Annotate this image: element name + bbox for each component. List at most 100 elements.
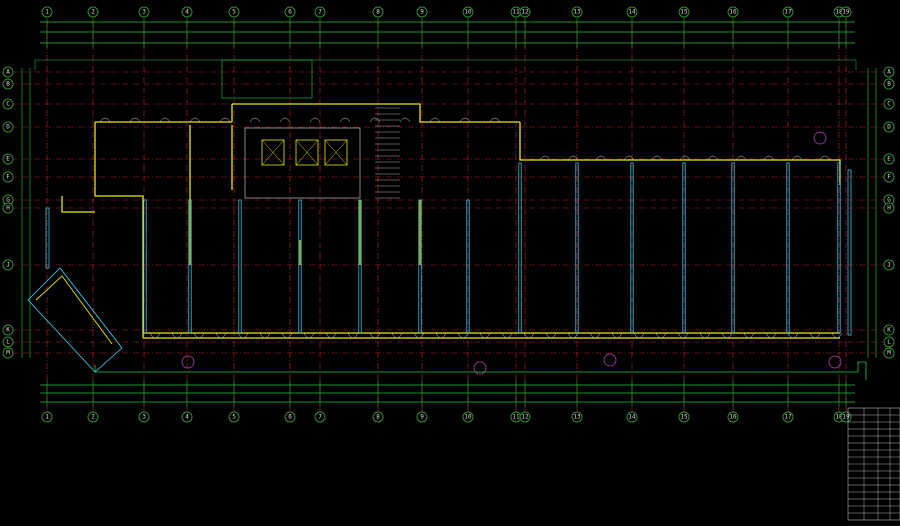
door-swing-top (707, 155, 719, 161)
grid-bubble-left-K-label: K (6, 327, 10, 334)
grid-bubble-right-A: A (883, 66, 895, 78)
grid-bubble-left-K-circle (2, 324, 14, 336)
grid-bubble-left-A-label: A (6, 69, 10, 76)
grid-bubble-right-C: C (883, 98, 895, 110)
grid-lines (12, 22, 890, 412)
grid-bubble-top-14-circle (626, 6, 638, 18)
door-swing-top-left (159, 117, 171, 123)
angled-wing-wall (35, 275, 113, 345)
grid-bubble-top-2: 2 (87, 6, 99, 18)
door-swing-bottom (523, 332, 535, 339)
grid-bubble-bottom-15: 15 (678, 411, 690, 423)
grid-bubble-bottom-13-label: 13 (573, 414, 581, 421)
structural-walls (45, 162, 852, 336)
grid-bubble-left-M: M (2, 347, 14, 359)
walls (61, 103, 843, 339)
door-swing-bottom (721, 332, 733, 339)
dimension-lines (21, 18, 877, 407)
door-swing-bottom (369, 332, 381, 339)
grid-bubble-right-J-circle (883, 259, 895, 271)
door-swing-bottom (831, 332, 843, 339)
section-tag-1 (181, 355, 195, 369)
door-swing-bottom (281, 332, 293, 339)
door-swing-top-left (279, 117, 291, 123)
grid-bubble-top-19: 19 (840, 6, 852, 18)
section-tag-2 (473, 361, 487, 375)
grid-bubble-bottom-19-circle (840, 411, 852, 423)
door-swing-bottom (765, 332, 777, 339)
partition-wall-14 (837, 162, 841, 334)
door-swing-top-left (489, 117, 501, 123)
grid-bubble-right-H-label: H (887, 205, 891, 212)
grid-bubble-bottom-5-circle (228, 411, 240, 423)
door-swing-bottom (149, 332, 161, 339)
section-tag-5 (813, 131, 827, 145)
grid-bubble-bottom-10-label: 10 (464, 414, 472, 421)
partition-wall-left (45, 207, 50, 269)
grid-bubble-left-L: L (2, 336, 14, 348)
grid-bubble-right-D-label: D (887, 124, 891, 131)
grid-bubble-top-1-label: 1 (45, 9, 49, 16)
grid-bubble-bottom-19: 19 (840, 411, 852, 423)
grid-bubble-left-L-label: L (6, 339, 10, 346)
grid-bubble-left-M-label: M (6, 350, 10, 357)
door-swing-top-left (459, 117, 471, 123)
grid-bubble-right-L: L (883, 336, 895, 348)
grid-bubble-left-F-circle (2, 171, 14, 183)
grid-bubble-bottom-16-circle (727, 411, 739, 423)
grid-bubble-right-B-label: B (887, 81, 891, 88)
section-tags (181, 131, 842, 375)
door-swing-bottom (193, 332, 205, 339)
grid-bubble-top-1: 1 (41, 6, 53, 18)
grid-bubble-bottom-7-label: 7 (318, 414, 322, 421)
grid-bubble-left-L-circle (2, 336, 14, 348)
section-tag-4 (828, 355, 842, 369)
grid-bubble-bottom-10: 10 (462, 411, 474, 423)
grid-bubble-top-16-label: 16 (729, 9, 737, 16)
grid-bubble-bottom-10-circle (462, 411, 474, 423)
door-swing-top (623, 155, 635, 161)
grid-bubble-left-B: B (2, 78, 14, 90)
grid-bubble-bottom-14: 14 (626, 411, 638, 423)
roof-annex-outline (221, 59, 313, 99)
grid-bubble-bottom-5-label: 5 (232, 414, 236, 421)
grid-bubble-top-6-circle (284, 6, 296, 18)
grid-bubble-left-J-circle (2, 259, 14, 271)
grid-bubble-left-H-circle (2, 202, 14, 214)
door-swing-bottom (677, 332, 689, 339)
grid-bubble-left-E: E (2, 153, 14, 165)
grid-bubble-left-F: F (2, 171, 14, 183)
door-swing-top (567, 155, 579, 161)
grid-bubble-top-19-circle (840, 6, 852, 18)
grid-bubble-bottom-4: 4 (181, 411, 193, 423)
grid-bubble-left-B-label: B (6, 81, 10, 88)
grid-bubble-bottom-6-label: 6 (288, 414, 292, 421)
wall-segment-13 (61, 196, 95, 213)
partition-wall-right (847, 169, 852, 336)
partition-wall-8 (518, 162, 522, 334)
grid-bubble-top-15-label: 15 (680, 9, 688, 16)
grid-bubble-top-14-label: 14 (628, 9, 636, 16)
grid-bubble-top-7-circle (314, 6, 326, 18)
angled-wing-outline (27, 267, 123, 373)
grid-bubble-top-14: 14 (626, 6, 638, 18)
grid-bubble-right-H-circle (883, 202, 895, 214)
grid-bubble-left-J-label: J (6, 262, 10, 269)
grid-bubble-bottom-9: 9 (416, 411, 428, 423)
grid-bubble-top-17-label: 17 (784, 9, 792, 16)
door-swing-bottom (171, 332, 183, 339)
grid-bubble-left-G-label: G (6, 197, 10, 204)
building-outline-bottom (94, 361, 867, 380)
door-swing-bottom (457, 332, 469, 339)
door-swing-top (539, 155, 551, 161)
grid-bubble-top-16: 16 (727, 6, 739, 18)
grid-bubble-top-9-label: 9 (420, 9, 424, 16)
grid-bubble-top-17: 17 (782, 6, 794, 18)
grid-bubble-top-5-circle (228, 6, 240, 18)
partition-wall-5 (358, 199, 362, 334)
grid-bubble-right-K-circle (883, 324, 895, 336)
grid-bubble-left-B-circle (2, 78, 14, 90)
grid-bubble-bottom-7-circle (314, 411, 326, 423)
